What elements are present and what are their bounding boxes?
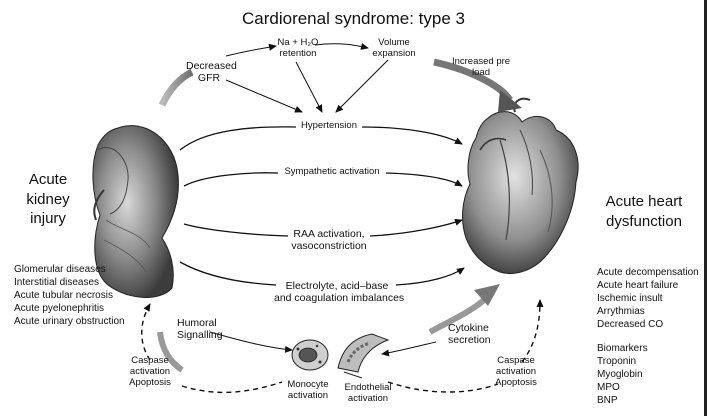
kidney-illustration [92,125,179,298]
mechanism-arrows [179,126,465,286]
heart-outcomes-list: Acute decompensation Acute heart failure… [597,266,699,331]
monocyte-activation-label: Monocyte activation [287,379,329,401]
biomarker-item: MPO [597,382,620,393]
kidney-cause-item: Glomerular diseases [14,264,106,275]
right-edge-border [704,0,707,416]
kidney-causes-list: Glomerular diseases Interstitial disease… [14,263,125,328]
bottom-arrows [141,299,544,394]
heart-label: Acute heart dysfunction [605,193,683,230]
endothelial-illustration [337,333,390,379]
monocyte-illustration [291,339,329,371]
heart-outcome-item: Arrythmias [597,306,645,317]
kidney-cause-item: Interstitial diseases [14,277,100,288]
biomarkers-heading: Biomarkers [597,343,648,354]
decreased-gfr-label: Decreased GFR [186,60,237,85]
heart-outcome-item: Acute decompensation [597,267,699,278]
biomarker-item: Myoglobin [597,369,643,380]
top-arrows [225,43,389,113]
heart-outcome-item: Ischemic insult [597,293,663,304]
increased-preload-label: Increased pre load [451,56,511,78]
electrolyte-imbalance-label: Electrolyte, acid–base and coagulation i… [274,280,405,305]
na-retention-label: Na + H₂O retention [277,37,319,59]
caspase-left-label: Caspase activation Apoptosis [129,355,171,388]
kidney-label: Acute kidney injury [26,171,70,227]
kidney-cause-item: Acute urinary obstruction [14,316,125,327]
hypertension-label: Hypertension [301,120,357,131]
heart-outcome-item: Decreased CO [597,319,664,330]
sympathetic-activation-label: Sympathetic activation [284,166,380,177]
heart-illustration [462,97,579,275]
cytokine-secretion-label: Cytokine secretion [448,322,491,347]
caspase-right-label: Caspase activation Apoptosis [495,355,537,388]
volume-expansion-label: Volume expansion [372,37,416,59]
endothelial-activation-label: Endothelial activation [344,382,392,404]
raa-activation-label: RAA activation, vasoconstriction [291,228,367,253]
kidney-cause-item: Acute tubular necrosis [14,290,113,301]
biomarker-item: Troponin [597,356,637,367]
kidney-cause-item: Acute pyelonephritis [14,303,105,314]
humoral-signalling-label: Humoral Signalling [177,317,223,342]
gray-arrows [157,58,522,373]
heart-outcome-item: Acute heart failure [597,280,679,291]
biomarkers-list: Biomarkers Troponin Myoglobin MPO BNP [597,342,648,407]
biomarker-item: BNP [597,395,618,406]
diagram-title: Cardiorenal syndrome: type 3 [241,9,465,28]
